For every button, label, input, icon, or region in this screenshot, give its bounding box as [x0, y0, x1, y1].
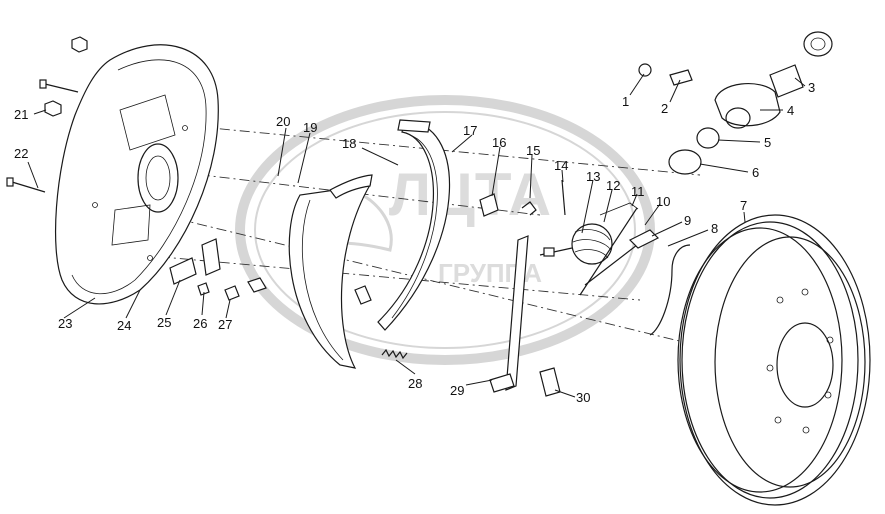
callout-23: 23 [58, 316, 72, 331]
callout-26: 26 [193, 316, 207, 331]
callout-30: 30 [576, 390, 590, 405]
callout-20: 20 [276, 114, 290, 129]
callout-7: 7 [740, 198, 747, 213]
right-brake-shoe [377, 119, 450, 331]
leader-lines [27, 73, 806, 398]
long-spring [579, 202, 639, 296]
callout-12: 12 [606, 178, 620, 193]
callout-11: 11 [631, 184, 645, 199]
callout-19: 19 [303, 120, 317, 135]
callout-6: 6 [752, 165, 759, 180]
callout-13: 13 [586, 169, 600, 184]
callout-14: 14 [554, 158, 568, 173]
callout-8: 8 [711, 221, 718, 236]
callout-18: 18 [342, 136, 356, 151]
lever-bracket [539, 367, 561, 397]
callout-4: 4 [787, 103, 794, 118]
callout-10: 10 [656, 194, 670, 209]
callout-27: 27 [218, 317, 232, 332]
left-brake-shoe [288, 174, 373, 369]
adjuster-spring [539, 223, 613, 265]
callout-2: 2 [661, 101, 668, 116]
callout-22: 22 [14, 146, 28, 161]
callout-24: 24 [117, 318, 131, 333]
callout-1: 1 [622, 94, 629, 109]
brake-drum [677, 214, 871, 506]
return-spring-small [381, 348, 408, 360]
callout-17: 17 [463, 123, 477, 138]
wheel-cylinder-group [638, 31, 833, 175]
callout-21: 21 [14, 107, 28, 122]
callout-25: 25 [157, 315, 171, 330]
callout-29: 29 [450, 383, 464, 398]
callout-5: 5 [764, 135, 771, 150]
adjuster-clips [479, 179, 566, 217]
mounting-bolts [6, 79, 79, 193]
callout-15: 15 [526, 143, 540, 158]
adjuster-screw [584, 229, 691, 336]
callout-16: 16 [492, 135, 506, 150]
callout-labels: 1 2 3 4 5 6 7 8 9 10 11 12 13 14 15 16 1… [14, 80, 815, 405]
watermark-main-text: ЛЦТА [389, 161, 551, 228]
lower-hardware [169, 238, 267, 301]
plate-nut [44, 36, 88, 117]
parking-lever [489, 235, 529, 393]
callout-9: 9 [684, 213, 691, 228]
backing-plate [54, 44, 219, 305]
callout-3: 3 [808, 80, 815, 95]
callout-28: 28 [408, 376, 422, 391]
